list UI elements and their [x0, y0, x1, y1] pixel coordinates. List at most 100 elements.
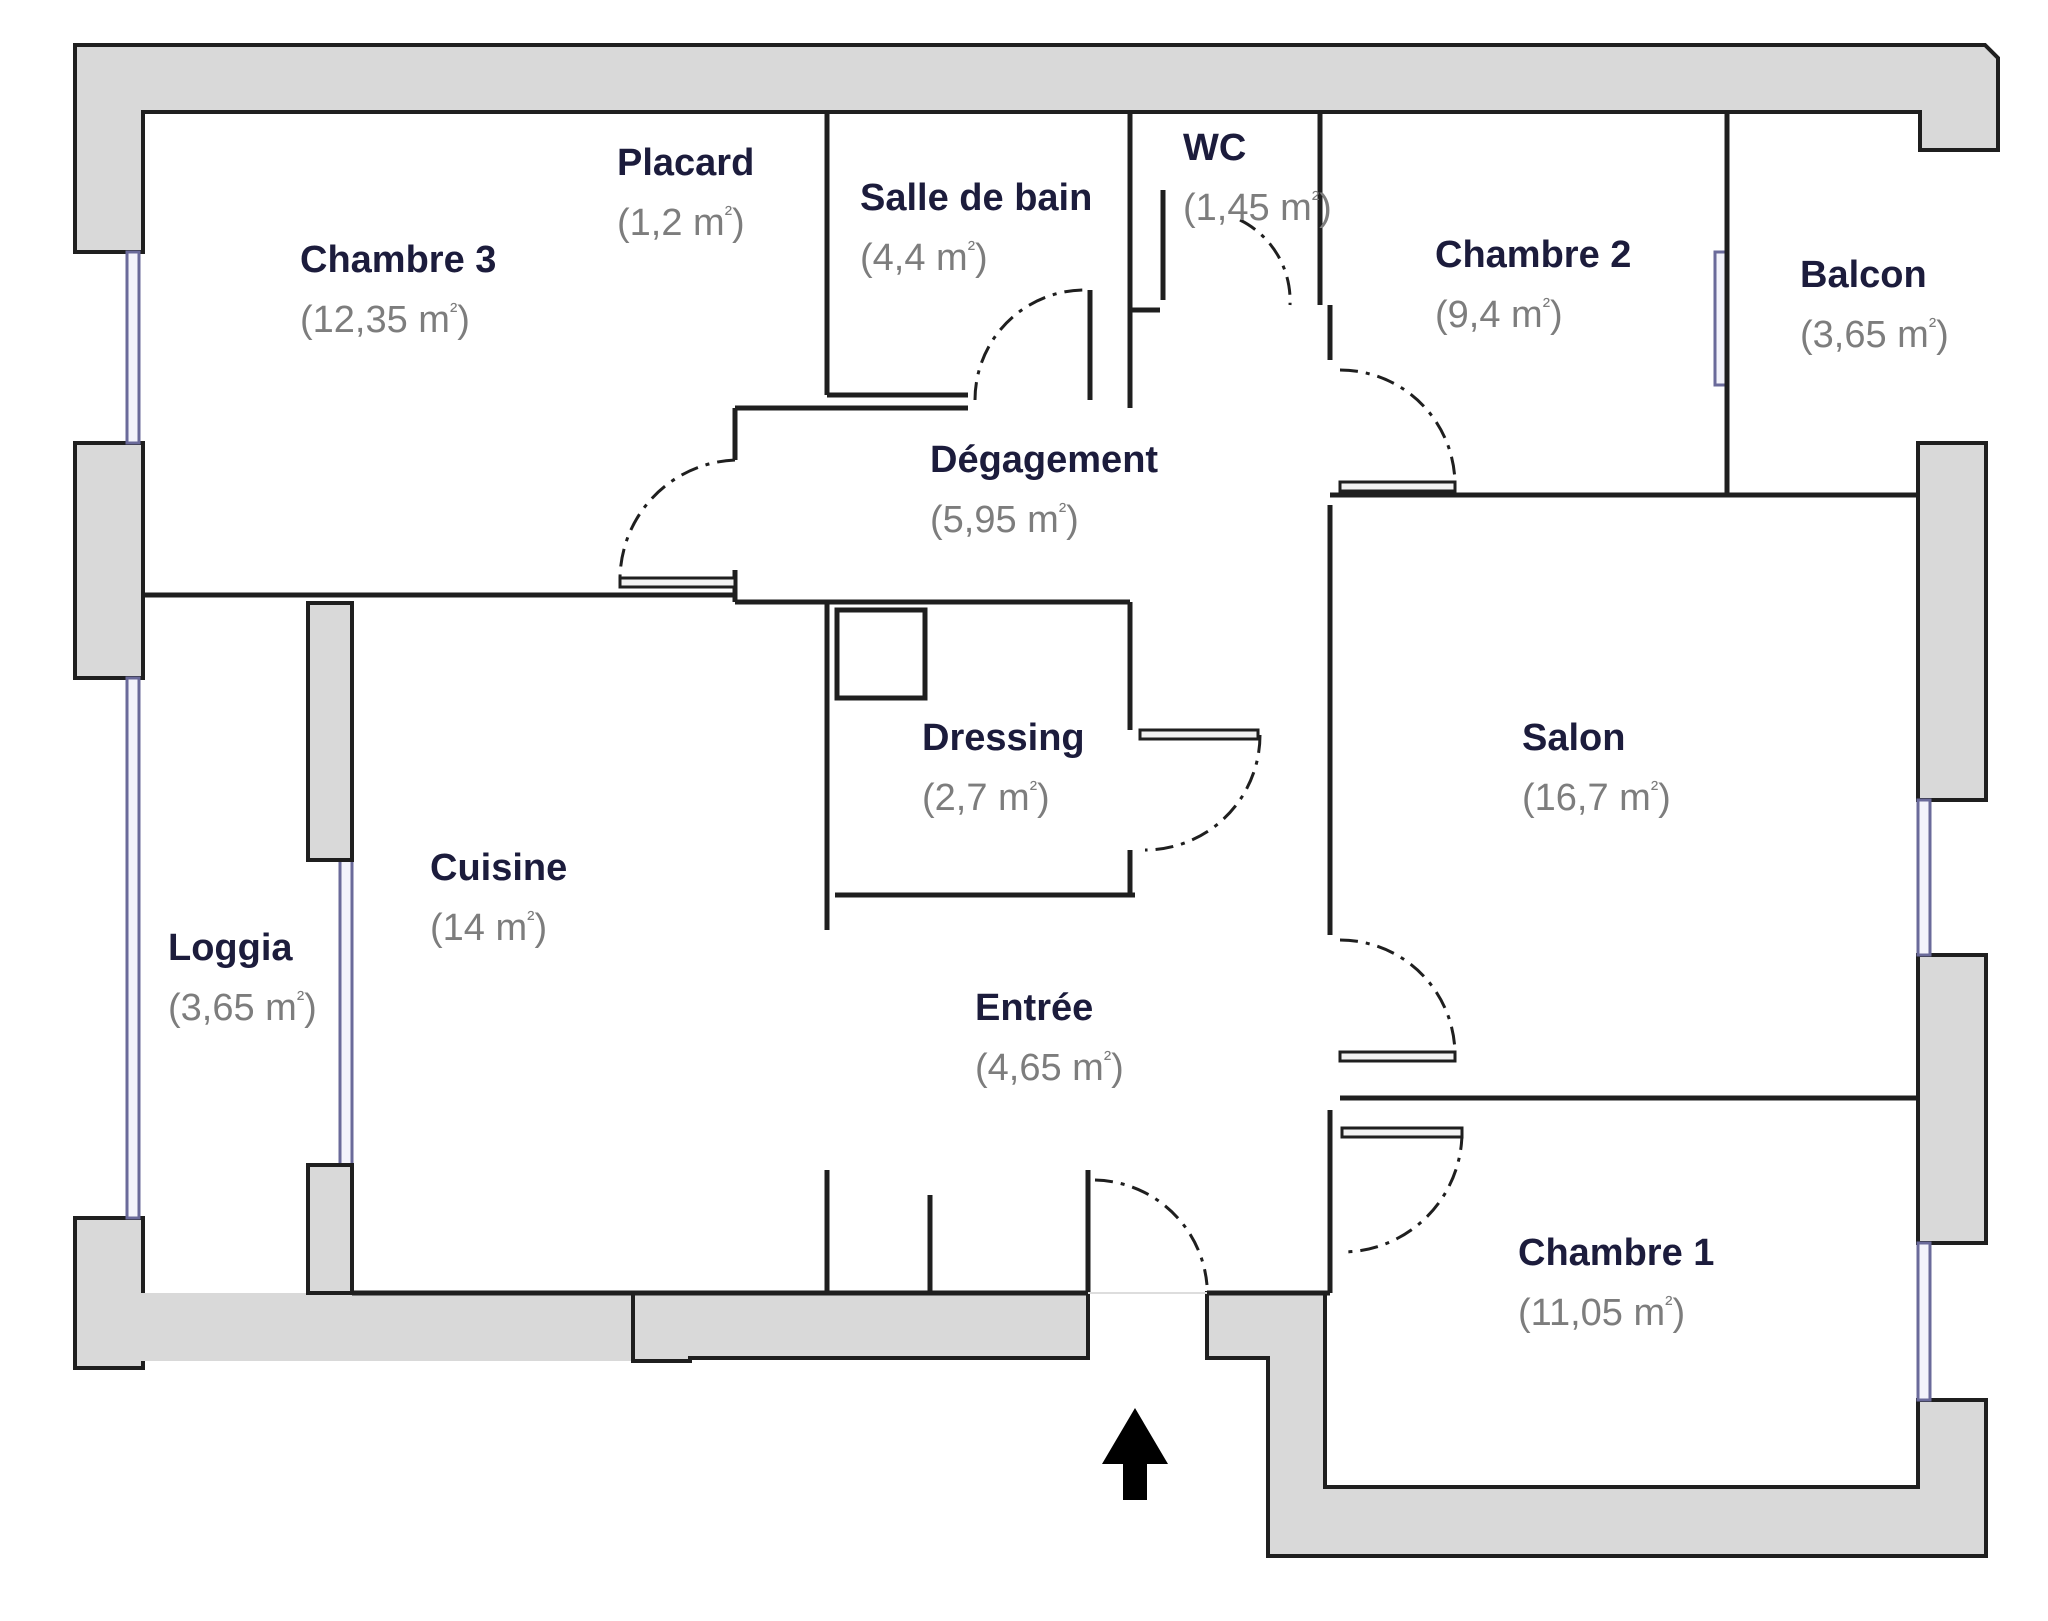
room-name-dressing: Dressing — [922, 717, 1085, 759]
room-area-unit-sup: ² — [297, 986, 304, 1011]
room-area-value: (14 m — [430, 907, 527, 949]
right-wall-middle — [1916, 953, 1988, 1245]
room-area-value: (11,05 m — [1518, 1292, 1665, 1334]
room-area-close: ) — [1672, 1292, 1685, 1334]
room-name-chambre-1: Chambre 1 — [1518, 1232, 1714, 1274]
room-area-close: ) — [1936, 314, 1949, 356]
room-area-chambre-1: (11,05 m²) — [1518, 1291, 1685, 1334]
room-area-unit-sup: ² — [1651, 776, 1658, 801]
room-area-value: (3,65 m — [168, 987, 297, 1029]
room-area-salle-de-bain: (4,4 m²) — [860, 236, 988, 279]
room-area-dressing: (2,7 m²) — [922, 776, 1050, 819]
arrow-up-icon — [1102, 1408, 1168, 1500]
room-area-close: ) — [1111, 1047, 1124, 1089]
room-area-close: ) — [732, 202, 745, 244]
door-chambre-3 — [618, 458, 736, 579]
room-area-close: ) — [534, 907, 547, 949]
door-chambre-1 — [1341, 1131, 1464, 1254]
room-area-close: ) — [975, 237, 988, 279]
window-salon — [1916, 798, 1932, 957]
room-area-close: ) — [1550, 294, 1563, 336]
door-leaf-dressing — [1138, 728, 1260, 741]
room-area-value: (1,45 m — [1183, 187, 1312, 229]
room-area-value: (4,4 m — [860, 237, 968, 279]
room-name-degagement: Dégagement — [930, 439, 1158, 481]
door-leaf-salon — [1338, 1050, 1457, 1063]
dressing-cupboard — [834, 607, 928, 701]
room-name-chambre-2: Chambre 2 — [1435, 234, 1631, 276]
top-wall — [73, 43, 2000, 254]
room-area-chambre-2: (9,4 m²) — [1435, 293, 1563, 336]
room-name-entree: Entrée — [975, 987, 1093, 1029]
room-area-wc: (1,45 m²) — [1183, 186, 1332, 229]
door-chambre-2 — [1339, 368, 1457, 486]
room-area-unit-sup: ² — [1543, 293, 1550, 318]
bottom-wall-right — [631, 1291, 1090, 1363]
room-area-unit-sup: ² — [450, 298, 457, 323]
room-name-placard: Placard — [617, 142, 754, 184]
room-area-placard: (1,2 m²) — [617, 201, 745, 244]
door-leaf-chambre-1 — [1340, 1126, 1464, 1139]
room-name-cuisine: Cuisine — [430, 847, 567, 889]
room-name-balcon: Balcon — [1800, 254, 1927, 296]
room-name-salon: Salon — [1522, 717, 1625, 759]
room-area-unit-sup: ² — [1929, 313, 1936, 338]
room-name-wc: WC — [1183, 127, 1246, 169]
left-wall-upper — [73, 441, 145, 680]
door-leaf-chambre-3 — [618, 576, 737, 589]
room-area-entree: (4,65 m²) — [975, 1046, 1124, 1089]
room-area-cuisine: (14 m²) — [430, 906, 547, 949]
room-area-unit-sup: ² — [1059, 498, 1066, 523]
room-area-chambre-3: (12,35 m²) — [300, 298, 470, 341]
right-wall-upper — [1916, 441, 1988, 802]
room-area-unit-sup: ² — [968, 236, 975, 261]
door-salon — [1339, 938, 1457, 1056]
room-name-salle-de-bain: Salle de bain — [860, 177, 1092, 219]
room-area-close: ) — [304, 987, 317, 1029]
room-area-close: ) — [457, 299, 470, 341]
room-name-chambre-3: Chambre 3 — [300, 239, 496, 281]
room-area-value: (3,65 m — [1800, 314, 1929, 356]
room-area-value: (4,65 m — [975, 1047, 1104, 1089]
door-bathroom — [973, 288, 1089, 401]
bottom-wall-entrance-right — [1205, 1291, 1988, 1558]
room-area-degagement: (5,95 m²) — [930, 498, 1079, 541]
room-area-close: ) — [1658, 777, 1671, 819]
room-area-unit-sup: ² — [1665, 1291, 1672, 1316]
room-area-unit-sup: ² — [527, 906, 534, 931]
room-area-close: ) — [1066, 499, 1079, 541]
room-area-close: ) — [1037, 777, 1050, 819]
window-chambre-1 — [1916, 1241, 1932, 1402]
left-wall-lower — [73, 1216, 145, 1370]
door-dressing — [1144, 734, 1262, 852]
room-area-unit-sup: ² — [1104, 1046, 1111, 1071]
room-area-value: (2,7 m — [922, 777, 1030, 819]
door-entrance — [1094, 1178, 1209, 1286]
doors — [618, 218, 1464, 1294]
outer-walls — [73, 43, 2000, 1558]
window-chambre-3 — [125, 250, 141, 445]
room-area-salon: (16,7 m²) — [1522, 776, 1671, 819]
door-leaf-chambre-2 — [1338, 480, 1457, 493]
door-wc — [1239, 218, 1292, 306]
bottom-wall-left — [133, 1293, 633, 1361]
interior-walls — [143, 112, 1918, 1296]
room-area-value: (5,95 m — [930, 499, 1059, 541]
room-area-unit-sup: ² — [1312, 186, 1319, 211]
room-area-value: (12,35 m — [300, 299, 450, 341]
room-area-loggia: (3,65 m²) — [168, 986, 317, 1029]
room-area-unit-sup: ² — [725, 201, 732, 226]
room-area-value: (16,7 m — [1522, 777, 1651, 819]
wall-loggia-kitchen-bottom — [306, 1163, 354, 1295]
room-area-value: (9,4 m — [1435, 294, 1543, 336]
wall-loggia-kitchen-top — [306, 601, 354, 862]
room-area-close: ) — [1319, 187, 1332, 229]
room-area-balcon: (3,65 m²) — [1800, 313, 1949, 356]
window-loggia-cuisine — [338, 858, 354, 1167]
room-area-value: (1,2 m — [617, 202, 725, 244]
room-area-unit-sup: ² — [1030, 776, 1037, 801]
room-name-loggia: Loggia — [168, 927, 293, 969]
room-labels: Chambre 3(12,35 m²)Placard(1,2 m²)Salle … — [168, 127, 1949, 1334]
window-loggia — [125, 676, 141, 1220]
